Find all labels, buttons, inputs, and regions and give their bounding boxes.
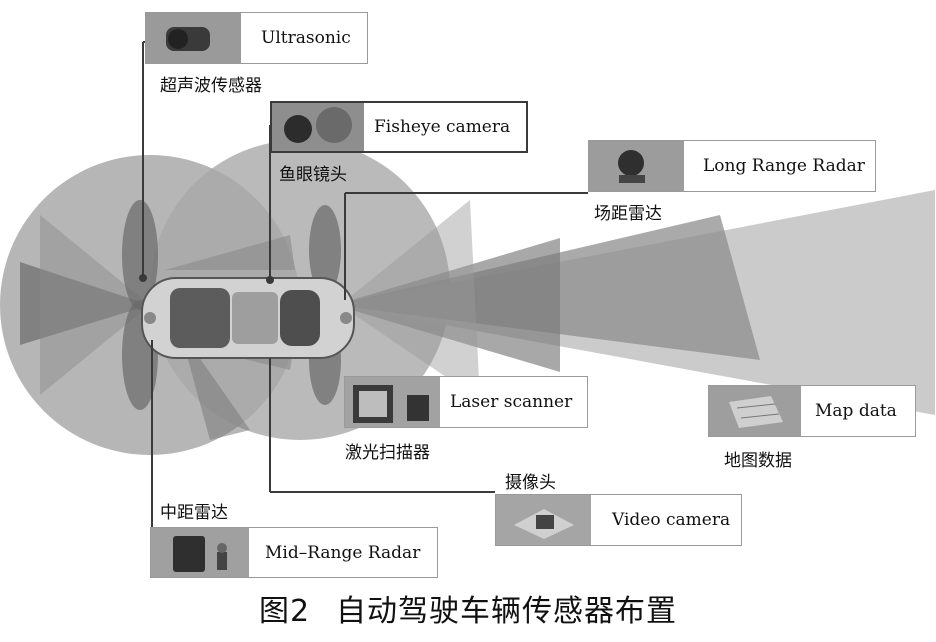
long-range-radar-label: Long Range Radar [703,156,865,176]
ultrasonic-label: Ultrasonic [261,28,351,48]
laser-scanner-label: Laser scanner [450,392,573,412]
long-range-radar-box: Long Range Radar [588,140,876,192]
ultrasonic-sensor-image [146,13,241,63]
car-top-view [141,277,355,359]
ultrasonic-cn-label: 超声波传感器 [160,76,262,96]
fisheye-box: Fisheye camera [270,101,528,153]
video-camera-icon [514,509,574,539]
video-camera-label: Video camera [612,510,731,530]
side-camera-rear-left [122,200,158,310]
map-data-box: Map data [708,385,916,437]
fisheye-cn-label: 鱼眼镜头 [279,165,347,185]
side-beam-upper [165,235,295,270]
laser-scanner-cn-label: 激光扫描器 [345,443,430,463]
fisheye-camera-image [272,103,364,151]
video-camera-box: Video camera [495,494,742,546]
map-data-label: Map data [815,401,897,421]
rear-radar-beam-wide [40,215,150,395]
figure-caption: 图2 自动驾驶车辆传感器布置 [0,586,936,630]
mid-range-radar-box: Mid–Range Radar [150,527,438,578]
laser-scanner-icon [353,385,429,423]
map-data-image [709,386,801,436]
video-camera-image [496,495,591,545]
figure-number: 图2 [258,594,311,629]
map-data-cn-label: 地图数据 [724,451,792,471]
coverage-diagram [0,41,935,527]
mid-range-radar-icon [173,536,227,572]
laser-scanner-image [345,377,440,427]
fisheye-camera-icon [284,107,352,143]
long-range-radar-cn-label: 场距雷达 [594,204,662,224]
mid-range-radar-cn-label: 中距雷达 [160,503,228,523]
mid-range-radar-image [151,528,249,577]
long-range-radar-icon [618,150,645,183]
side-camera-front-left [309,205,341,295]
fisheye-label: Fisheye camera [374,117,511,137]
figure-title: 自动驾驶车辆传感器布置 [336,594,678,629]
mid-range-front-beam [335,238,560,372]
fisheye-anchor [266,276,274,284]
ultrasonic-box: Ultrasonic [145,12,368,64]
laser-scanner-box: Laser scanner [344,376,588,428]
video-camera-cn-label: 摄像头 [505,473,556,493]
ultrasonic-anchor [139,274,147,282]
mid-range-front-beam-2 [340,200,480,400]
ultrasonic-sensor-icon [166,27,210,51]
rear-radar-beam [20,262,150,345]
long-range-radar-image [589,141,684,191]
mid-range-radar-label: Mid–Range Radar [265,542,421,563]
map-data-icon [729,396,783,428]
